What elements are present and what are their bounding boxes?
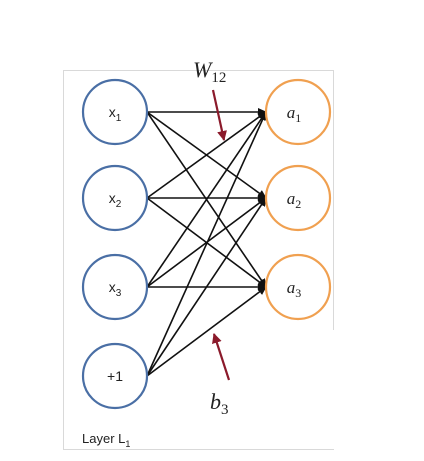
output-layer: a1 a2 a3 bbox=[264, 78, 332, 321]
output-node-a2 bbox=[264, 164, 332, 232]
output-node-a2-label: a2 bbox=[287, 189, 302, 211]
edge-x2-to-a1 bbox=[146, 111, 267, 199]
output-node-a3-label: a3 bbox=[287, 278, 302, 300]
bias-node bbox=[81, 342, 149, 410]
bias-node-label: +1 bbox=[107, 368, 123, 384]
edge-bias-to-a3 bbox=[146, 286, 267, 377]
input-node-x1-label: x1 bbox=[109, 104, 122, 124]
diagram-frame-right-edge bbox=[333, 70, 334, 330]
input-node-x2-label: x2 bbox=[109, 190, 122, 210]
input-node-x1 bbox=[81, 78, 149, 146]
output-node-a3 bbox=[264, 253, 332, 321]
edge-x3-to-a1 bbox=[146, 111, 267, 288]
weight-annotation-arrow bbox=[211, 89, 227, 141]
bias-annotation-arrow bbox=[212, 333, 231, 381]
edge-bias-to-a1 bbox=[146, 111, 267, 377]
layer-label: Layer L1 bbox=[82, 431, 130, 449]
input-node-x2 bbox=[81, 164, 149, 232]
output-node-a1-label: a1 bbox=[287, 103, 302, 125]
input-node-x3-label: x3 bbox=[109, 279, 122, 299]
edge-bias-to-a2 bbox=[146, 197, 267, 377]
weight-label: W12 bbox=[193, 57, 226, 86]
edges-group bbox=[146, 108, 267, 377]
bias-weight-label: b3 bbox=[210, 389, 229, 418]
input-node-x3 bbox=[81, 253, 149, 321]
diagram-frame bbox=[63, 70, 334, 450]
output-node-a1 bbox=[264, 78, 332, 146]
input-layer: x1 x2 x3 +1 bbox=[81, 78, 149, 410]
